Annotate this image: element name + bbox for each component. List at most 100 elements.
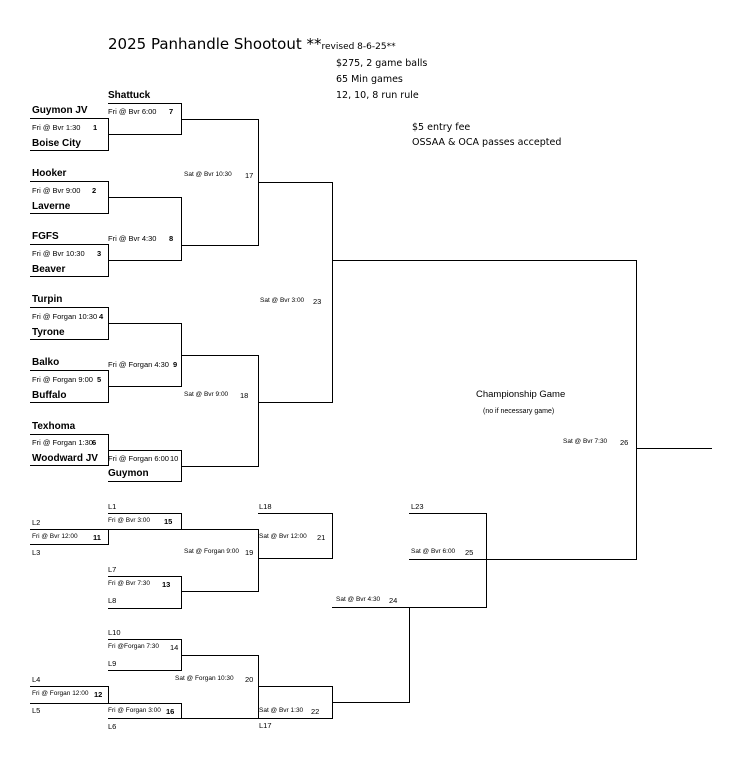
loser-label: L4 <box>32 675 41 684</box>
bracket-game-18 <box>181 355 259 467</box>
team-boise-city: Boise City <box>32 138 81 149</box>
team-tyrone: Tyrone <box>32 327 65 338</box>
rule-line: 12, 10, 8 run rule <box>336 90 419 101</box>
bracket-game-24 <box>332 607 410 703</box>
game-number: 22 <box>311 707 320 716</box>
team-shattuck: Shattuck <box>108 90 151 101</box>
game-5-slot: Fri @ Forgan 9:00 5 <box>32 375 101 384</box>
game-number: 24 <box>389 596 398 605</box>
game-time: Fri @Forgan 7:30 <box>108 643 160 650</box>
game-20-slot: Sat @ Forgan 10:30 20 <box>175 675 253 683</box>
game-time: Fri @ Forgan 3:00 <box>108 707 161 714</box>
bracket-game-20 <box>181 655 259 719</box>
game-number: 17 <box>245 171 254 180</box>
team-hooker: Hooker <box>32 168 67 179</box>
bracket-game-25 <box>409 513 487 608</box>
game-time: Fri @ Bvr 10:30 <box>32 249 85 258</box>
bracket-game-8 <box>108 197 182 261</box>
game-time: Fri @ Forgan 9:00 <box>32 375 93 384</box>
team-guymon-jv: Guymon JV <box>32 105 88 116</box>
bracket-game-19 <box>181 529 259 592</box>
game-number: 9 <box>173 360 178 369</box>
game-7-slot: Fri @ Bvr 6:00 7 <box>108 107 173 116</box>
game-number: 13 <box>162 580 171 589</box>
game-time: Fri @ Forgan 10:30 <box>32 312 98 321</box>
bracket-game-16 <box>108 703 182 719</box>
game-number: 2 <box>92 186 97 195</box>
game-number: 20 <box>245 675 254 684</box>
team-balko: Balko <box>32 357 60 368</box>
game-17-slot: Sat @ Bvr 10:30 17 <box>184 171 253 179</box>
game-number: 16 <box>166 707 175 716</box>
game-time: Sat @ Bvr 10:30 <box>184 171 232 178</box>
bracket-game-12 <box>30 686 109 704</box>
game-number: 7 <box>169 107 174 116</box>
game-time: Fri @ Forgan 1:30 <box>32 438 93 447</box>
game-number: 5 <box>97 375 102 384</box>
game-time: Fri @ Forgan 12:00 <box>32 690 89 697</box>
fee-line: $5 entry fee <box>412 122 471 133</box>
game-time: Sat @ Forgan 10:30 <box>175 675 234 682</box>
game-time: Fri @ Bvr 9:00 <box>32 186 81 195</box>
game-time: Fri @ Bvr 4:30 <box>108 234 157 243</box>
loser-label: L1 <box>108 502 117 511</box>
game-number: 15 <box>164 517 173 526</box>
game-time: Fri @ Forgan 6:00 <box>108 454 169 463</box>
bracket-game-23 <box>258 182 333 403</box>
game-number: 10 <box>170 454 179 463</box>
loser-label: L18 <box>259 502 272 511</box>
team-fgfs: FGFS <box>32 231 59 242</box>
team-guymon: Guymon <box>108 468 149 479</box>
game-number: 23 <box>313 297 322 306</box>
rule-line: 65 Min games <box>336 74 403 85</box>
game-number: 4 <box>99 312 104 321</box>
bracket-game-17 <box>181 119 259 246</box>
team-buffalo: Buffalo <box>32 390 67 401</box>
game-8-slot: Fri @ Bvr 4:30 8 <box>108 234 173 243</box>
game-number: 1 <box>93 123 98 132</box>
page-title: 2025 Panhandle Shootout **revised 8-6-25… <box>108 37 396 52</box>
loser-label: L8 <box>108 596 117 605</box>
bracket-game-21 <box>258 513 333 559</box>
bracket-game-15 <box>108 513 182 530</box>
game-22-slot: Sat @ Bvr 1:30 22 <box>259 707 319 715</box>
loser-label: L9 <box>108 659 117 668</box>
title-text: 2025 Panhandle Shootout ** <box>108 35 322 53</box>
team-turpin: Turpin <box>32 294 63 305</box>
loser-label: L7 <box>108 565 117 574</box>
bracket-game-13 <box>108 576 182 609</box>
game-time: Fri @ Bvr 6:00 <box>108 107 157 116</box>
game-time: Sat @ Bvr 7:30 <box>563 438 608 445</box>
game-19-slot: Sat @ Forgan 9:00 19 <box>184 548 253 556</box>
championship-note: (no if necessary game) <box>483 408 555 415</box>
game-number: 19 <box>245 548 254 557</box>
revised-note: revised 8-6-25** <box>321 42 396 52</box>
game-time: Sat @ Forgan 9:00 <box>184 548 240 555</box>
championship-title: Championship Game <box>476 389 566 400</box>
loser-label: L6 <box>108 722 117 731</box>
fee-line: OSSAA & OCA passes accepted <box>412 137 562 148</box>
game-time: Sat @ Bvr 6:00 <box>411 548 456 555</box>
loser-label: L17 <box>259 721 272 730</box>
game-number: 8 <box>169 234 174 243</box>
game-time: Sat @ Bvr 1:30 <box>259 707 304 714</box>
game-time: Fri @ Bvr 12:00 <box>32 533 78 540</box>
loser-label: L23 <box>411 502 424 511</box>
loser-label: L3 <box>32 548 41 557</box>
